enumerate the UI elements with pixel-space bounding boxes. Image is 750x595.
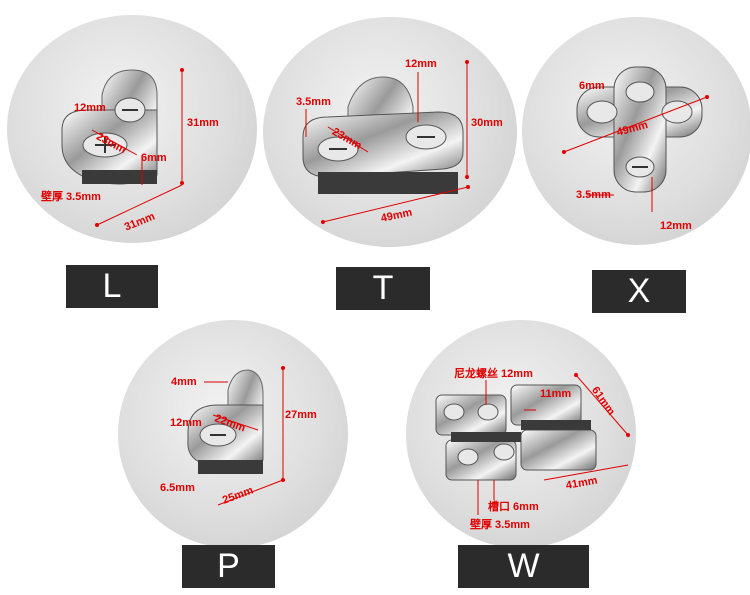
label-x: X [592, 270, 686, 313]
p-dim-hole: 4mm [171, 376, 197, 388]
product-photo-t: 12mm 3.5mm 23mm 30mm 49mm [263, 17, 517, 247]
product-photo-w: 尼龙螺丝 12mm 11mm 61mm 41mm 槽口 6mm 壁厚 3.5mm [406, 320, 636, 548]
label-l: L [66, 265, 158, 308]
x-dim-slot: 6mm [579, 80, 605, 92]
l-dim-height: 31mm [187, 117, 219, 129]
product-photo-l: 12mm 31mm 23mm 6mm 壁厚 3.5mm 31mm [7, 15, 257, 243]
w-dim-gap: 11mm [540, 388, 572, 400]
w-clamp-image [435, 373, 630, 515]
x-dim-wall: 3.5mm [576, 189, 611, 201]
p-dim-slot: 6.5mm [160, 482, 195, 494]
l-clamp-image [61, 68, 184, 227]
t-dim-wall: 3.5mm [296, 96, 331, 108]
label-t: T [336, 267, 430, 310]
t-dim-screw: 12mm [405, 58, 437, 70]
label-w: W [458, 545, 589, 588]
product-photo-x: 6mm 49mm 3.5mm 12mm [522, 17, 750, 245]
product-photo-p: 4mm 12mm 22mm 27mm 6.5mm 25mm [118, 320, 348, 548]
label-p: P [182, 545, 275, 588]
l-dim-wall: 壁厚 3.5mm [41, 191, 101, 203]
x-dim-screw: 12mm [660, 220, 692, 232]
x-clamp-image [562, 66, 709, 212]
t-dim-height: 30mm [471, 117, 503, 129]
p-clamp-image [187, 366, 285, 506]
l-dim-slot: 6mm [141, 152, 167, 164]
t-clamp-image [302, 60, 470, 224]
w-dim-slot: 槽口 6mm [488, 501, 539, 513]
w-dim-wall: 壁厚 3.5mm [470, 519, 530, 531]
l-dim-screw: 12mm [74, 102, 106, 114]
w-dim-screw: 尼龙螺丝 12mm [454, 368, 533, 380]
p-dim-height: 27mm [285, 409, 317, 421]
p-dim-screw: 12mm [170, 417, 202, 429]
